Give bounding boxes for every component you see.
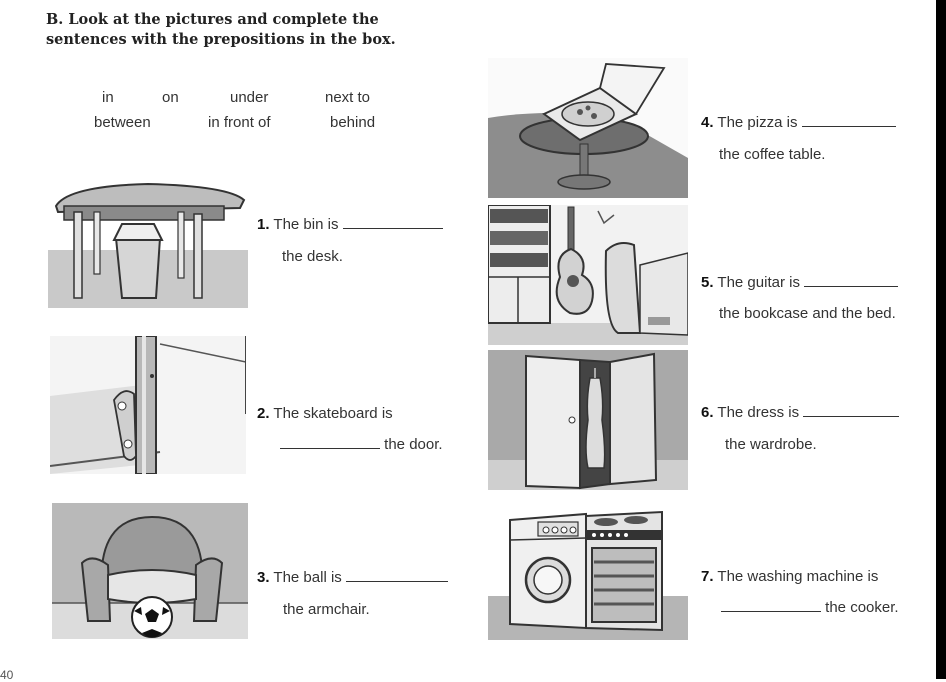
sentence-2-number: 2. [257,405,270,422]
sentence-4-blank[interactable] [801,114,896,127]
sentence-6-line-1: 6. The dress is [701,404,900,421]
sentence-3-blank[interactable] [345,569,448,582]
washing-machine-cooker-illustration [488,500,688,640]
picture-washing-machine-cooker [488,500,688,640]
word-between: between [94,114,151,131]
sentence-1-number: 1. [257,216,270,233]
armchair-ball-illustration [52,503,248,639]
sentence-5-blank[interactable] [804,274,899,287]
sentence-5-text: The guitar is [717,274,800,291]
sentence-7-line-1: 7. The washing machine is [701,568,878,585]
sentence-5-line-2: the bookcase and the bed. [719,305,896,322]
sentence-7-text-end: the cooker. [825,599,899,616]
sentence-6-text: The dress is [717,404,800,421]
sentence-6-blank[interactable] [803,404,900,417]
sentence-1-line-1: 1. The bin is [257,216,443,233]
sentence-2-blank[interactable] [280,436,380,449]
exercise-title: B. Look at the pictures and complete the… [46,11,396,48]
sentence-6-number: 6. [701,404,714,421]
sentence-4-text: The pizza is [717,114,798,131]
sentence-4-line-2: the coffee table. [719,146,826,163]
sentence-1-blank[interactable] [342,216,443,229]
word-next-to: next to [325,89,371,106]
picture-bookcase-guitar-bed [488,205,688,345]
picture-door-skateboard [50,336,246,474]
sentence-4-number: 4. [701,114,714,131]
picture-coffee-table-pizza [488,58,688,198]
sentence-7-number: 7. [701,568,714,585]
sentence-3-line-2: the armchair. [283,601,370,618]
desk-bin-illustration [48,182,248,308]
door-skateboard-illustration [50,336,246,474]
sentence-1-line-2: the desk. [282,248,343,265]
sentence-2-line-2: the door. [280,436,443,453]
picture-armchair-ball [52,503,248,639]
sentence-1-text: The bin is [273,216,339,233]
page-number: 40 [0,668,14,682]
bookcase-guitar-bed-illustration [488,205,688,345]
sentence-7-text: The washing machine is [717,568,879,585]
sentence-3-text: The ball is [273,569,342,586]
sentence-3-number: 3. [257,569,270,586]
sentence-2-line-1: 2. The skateboard is [257,405,393,422]
word-in-front-of: in front of [208,114,271,131]
right-frame-edge [936,0,946,679]
sentence-5-line-1: 5. The guitar is [701,274,899,291]
sentence-6-line-2: the wardrobe. [725,436,817,453]
picture-desk-bin [48,178,248,308]
sentence-7-blank[interactable] [721,599,821,612]
picture-wardrobe-dress [488,350,688,490]
word-under: under [230,89,269,106]
sentence-7-line-2: the cooker. [721,599,899,616]
word-behind: behind [330,114,376,131]
wardrobe-dress-illustration [488,350,688,490]
sentence-3-line-1: 3. The ball is [257,569,448,586]
word-on: on [162,89,179,106]
sentence-4-line-1: 4. The pizza is [701,114,896,131]
coffee-table-pizza-illustration [488,58,688,198]
sentence-2-text-end: the door. [384,436,443,453]
word-in: in [102,89,114,106]
sentence-2-text: The skateboard is [273,405,393,422]
sentence-5-number: 5. [701,274,714,291]
